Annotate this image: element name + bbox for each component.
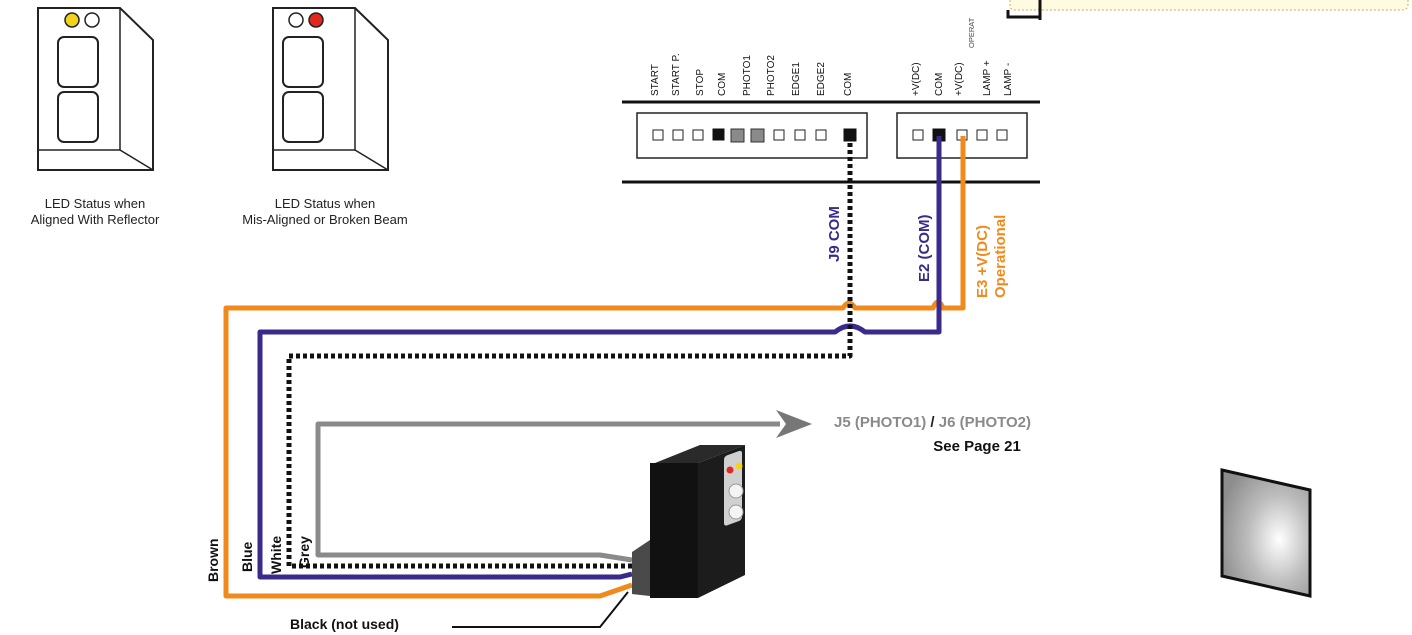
white-wire (286, 136, 853, 569)
arrow-right-icon (776, 410, 812, 438)
terminal-label: COM (934, 72, 945, 96)
terminal-label: +V(DC) (911, 62, 922, 96)
j5-label: J5 (PHOTO1) (834, 414, 927, 431)
off-led-icon (288, 12, 304, 28)
brown-wire-label: Brown (205, 538, 221, 582)
grey-wire-label: Grey (296, 536, 312, 568)
j9-com-label: J9 COM (826, 206, 843, 262)
slash-label: / (930, 414, 935, 431)
aligned-caption-line1: LED Status when (44, 196, 146, 211)
control-board (622, 0, 1042, 184)
red-led-icon (308, 12, 324, 28)
terminal-label: STOP (695, 68, 706, 96)
black-wire (452, 591, 629, 628)
see-page-label: See Page 21 (933, 438, 1021, 455)
j6-label: J6 (PHOTO2) (938, 414, 1032, 431)
sensor-misaligned-illustration (272, 7, 389, 171)
photo-reference: J5 (PHOTO1) / J6 (PHOTO2) (834, 414, 1031, 431)
misaligned-caption: LED Status when Mis-Aligned or Broken Be… (215, 196, 435, 228)
yellow-led-icon (735, 462, 743, 470)
terminal-label: START P. (671, 53, 682, 96)
terminal-label: EDGE2 (816, 62, 827, 96)
terminal-label: +V(DC) (954, 62, 965, 96)
terminal-label: START (650, 64, 661, 96)
terminal-block-left (636, 112, 868, 159)
e2-com-label: E2 (COM) (916, 214, 933, 283)
photo-sensor-unit (632, 445, 745, 598)
black-wire-label: Black (not used) (290, 616, 399, 632)
grey-wire (315, 421, 780, 563)
terminal-label: EDGE1 (791, 62, 802, 96)
terminal-label: COM (843, 72, 854, 96)
terminal-label: LAMP - (1003, 62, 1014, 96)
misaligned-caption-line1: LED Status when (274, 196, 376, 211)
terminal-label: PHOTO1 (742, 55, 753, 96)
aligned-caption: LED Status when Aligned With Reflector (0, 196, 190, 228)
note-box (1009, 0, 1409, 11)
terminal-label: COM (717, 72, 728, 96)
off-led-icon (84, 12, 100, 28)
blue-wire (257, 136, 942, 580)
blue-wire-label: Blue (239, 541, 255, 572)
red-led-icon (726, 466, 734, 474)
e3-vdc-label: E3 +V(DC) (974, 225, 991, 298)
sensor-aligned-illustration (37, 7, 154, 171)
misaligned-caption-line2: Mis-Aligned or Broken Beam (242, 212, 408, 227)
terminal-label: LAMP + (982, 60, 993, 96)
terminal-label: OPERAT (967, 17, 976, 48)
white-wire-label: White (268, 535, 284, 574)
yellow-led-icon (64, 12, 80, 28)
aligned-caption-line2: Aligned With Reflector (30, 212, 160, 227)
e3-operational-label: Operational (992, 214, 1009, 298)
reflector (1220, 468, 1312, 598)
terminal-label: PHOTO2 (766, 55, 777, 96)
